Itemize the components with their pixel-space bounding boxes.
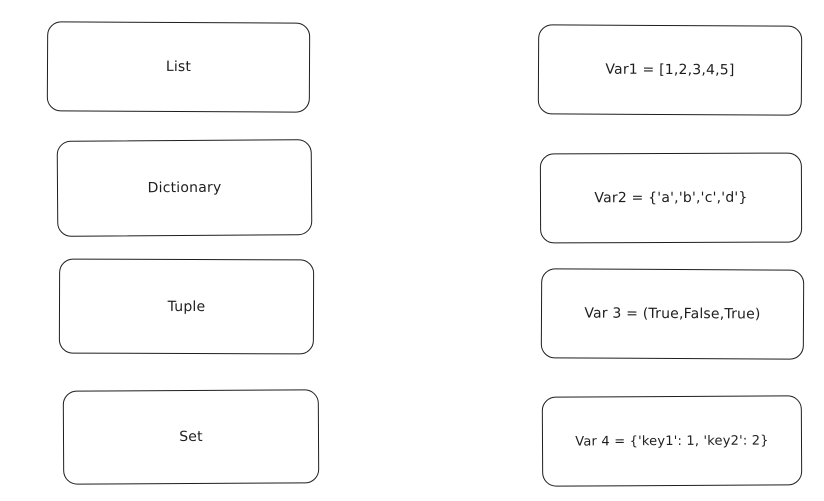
example-label-tuple: Var 3 = (True,False,True) (584, 305, 761, 323)
example-label-list: Var1 = [1,2,3,4,5] (605, 61, 735, 79)
type-label-list: List (165, 58, 192, 76)
type-label-tuple: Tuple (167, 298, 206, 315)
example-box-dictionary: Var2 = {'a','b','c','d'} (539, 152, 803, 244)
example-label-set: Var 4 = {'key1': 1, 'key2': 2} (575, 432, 769, 450)
example-box-set: Var 4 = {'key1': 1, 'key2': 2} (541, 395, 803, 487)
type-box-tuple: Tuple (58, 258, 315, 355)
example-label-dictionary: Var2 = {'a','b','c','d'} (594, 189, 748, 207)
type-box-dictionary: Dictionary (56, 139, 313, 237)
type-label-dictionary: Dictionary (147, 179, 222, 197)
example-box-tuple: Var 3 = (True,False,True) (540, 268, 805, 360)
type-box-list: List (46, 21, 311, 113)
type-box-set: Set (62, 389, 320, 485)
type-label-set: Set (179, 428, 203, 446)
example-box-list: Var1 = [1,2,3,4,5] (537, 24, 803, 116)
